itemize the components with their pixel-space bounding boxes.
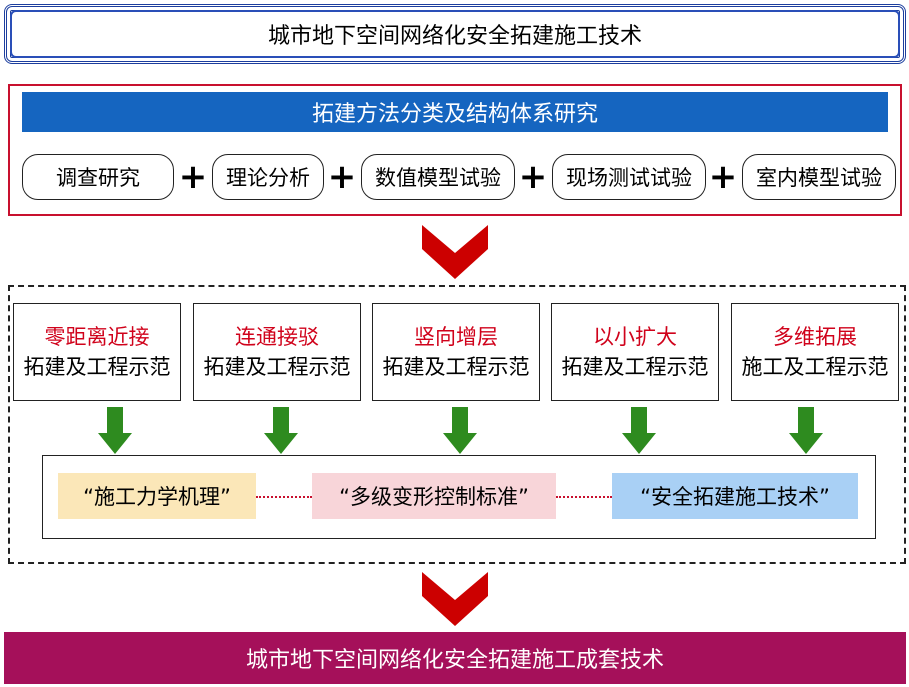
down-arrow-icon [264,407,298,454]
demo-title: 竖向增层 [414,325,498,349]
method-numerical: 数值模型试验 [361,154,515,200]
research-section [8,84,902,216]
plus-sign: + [178,157,208,197]
demo-multi-dimensional: 多维拓展 施工及工程示范 [731,303,899,401]
down-arrow-icon [443,407,477,454]
demonstration-section [8,285,906,564]
down-arrow-icon [98,407,132,454]
down-arrow-icon [422,572,488,626]
connector-line [256,496,312,498]
title-inner-border [10,10,900,58]
demo-vertical: 竖向增层 拓建及工程示范 [372,303,540,401]
title-text: 城市地下空间网络化安全拓建施工技术 [267,24,642,49]
method-field-test: 现场测试试验 [552,154,706,200]
method-survey: 调查研究 [22,154,174,200]
outcome-construction-tech: “安全拓建施工技术” [612,473,858,519]
method-theory: 理论分析 [212,154,324,200]
demo-subtitle: 施工及工程示范 [741,355,889,379]
demo-title: 连通接驳 [235,325,319,349]
demo-subtitle: 拓建及工程示范 [561,355,709,379]
demo-title: 多维拓展 [773,325,857,349]
down-arrow-icon [789,407,823,454]
demo-title: 零距离近接 [44,325,150,349]
demo-small-to-large: 以小扩大 拓建及工程示范 [551,303,719,401]
demo-zero-distance: 零距离近接 拓建及工程示范 [13,303,181,401]
demo-subtitle: 拓建及工程示范 [203,355,351,379]
demo-title: 以小扩大 [593,325,677,349]
outcome-deformation-standard: “多级变形控制标准” [312,473,556,519]
demo-subtitle: 拓建及工程示范 [382,355,530,379]
diagram-title: 城市地下空间网络化安全拓建施工技术 [4,4,906,64]
down-arrow-icon [422,225,488,279]
plus-sign: + [518,157,548,197]
final-result-bar: 城市地下空间网络化安全拓建施工成套技术 [4,632,906,684]
demo-subtitle: 拓建及工程示范 [23,355,171,379]
connector-line [556,496,612,498]
down-arrow-icon [622,407,656,454]
demo-connection: 连通接驳 拓建及工程示范 [193,303,361,401]
plus-sign: + [708,157,738,197]
method-lab-model: 室内模型试验 [742,154,896,200]
outcome-mechanics: “施工力学机理” [58,473,256,519]
research-header: 拓建方法分类及结构体系研究 [22,92,888,132]
plus-sign: + [327,157,357,197]
